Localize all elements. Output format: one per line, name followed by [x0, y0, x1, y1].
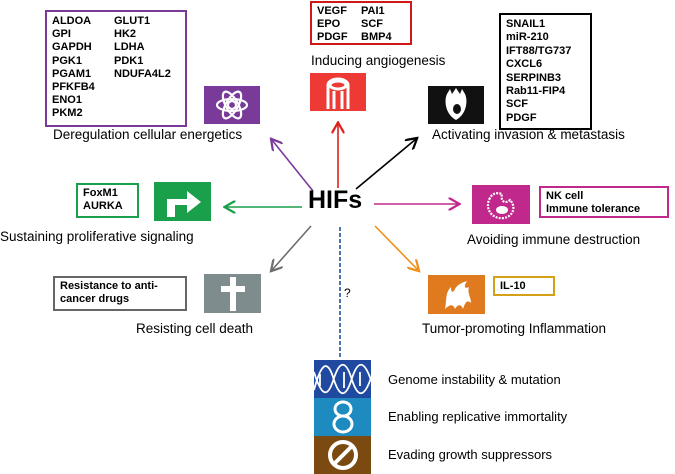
gene: SERPINB3: [506, 71, 562, 84]
gene: SCF: [361, 18, 383, 31]
cell-death-gene-box: Resistance to anti- cancer drugs: [53, 276, 187, 311]
energetics-label: Deregulation cellular energetics: [53, 127, 243, 142]
gene: SNAIL1: [506, 18, 546, 30]
energetics-gene-box: ALDOA GPI GAPDH PGK1 PGAM1 PFKFB4 ENO1 P…: [45, 10, 187, 127]
arrow-inflammation: [374, 225, 418, 270]
gene: PFKFB4: [52, 81, 95, 94]
angiogenesis-genes-col1: VEGF EPO PDGF: [317, 5, 361, 45]
gene: Resistance to anti-: [60, 280, 158, 292]
energetics-genes-col1: ALDOA GPI GAPDH PGK1 PGAM1 PFKFB4 ENO1 P…: [52, 15, 114, 121]
cell-death-label: Resisting cell death: [136, 321, 254, 336]
gene: NK cell: [546, 190, 584, 202]
replicative-immortality-label: Enabling replicative immortality: [388, 409, 568, 424]
atom-icon: [204, 86, 260, 124]
flame-icon: [428, 275, 485, 314]
gene: PGAM1: [52, 67, 92, 80]
genome-instability-label: Genome instability & mutation: [388, 372, 561, 387]
gene: SCF: [506, 98, 528, 111]
inflammation-gene-box: IL-10: [493, 276, 555, 296]
inflammation-label: Tumor-promoting Inflammation: [422, 321, 607, 336]
immune-gene-box: NK cell Immune tolerance: [539, 186, 669, 218]
gene: GAPDH: [52, 41, 92, 54]
gene: IL-10: [500, 280, 526, 292]
gene: PAI1: [361, 5, 385, 17]
turn-right-arrow-icon: [154, 182, 211, 221]
gene: CXCL6: [506, 58, 543, 71]
immune-label: Avoiding immune destruction: [467, 232, 641, 247]
gene: EPO: [317, 18, 341, 31]
invasion-gene-box: SNAIL1 miR-210 IFT88/TG737 CXCL6 SERPINB…: [499, 13, 592, 130]
invasion-label: Activating invasion & metastasis: [432, 127, 625, 142]
gene: IFT88/TG737: [506, 44, 572, 57]
immune-cell-icon: [472, 185, 530, 224]
gene: NDUFA4L2: [114, 67, 171, 80]
gene: HK2: [114, 28, 137, 41]
gene: PKM2: [52, 107, 83, 120]
gene: PDGF: [317, 31, 348, 44]
arrow-cell-death: [272, 225, 312, 270]
gene: GLUT1: [114, 15, 151, 27]
invading-cell-icon: [428, 86, 484, 124]
angiogenesis-gene-box: VEGF EPO PDGF PAI1 SCF BMP4: [310, 1, 412, 45]
arrow-invasion: [355, 139, 416, 190]
dna-icon: [314, 360, 371, 398]
gene: Immune tolerance: [546, 203, 641, 216]
infinity-icon: [314, 398, 371, 436]
angiogenesis-label: Inducing angiogenesis: [311, 53, 446, 68]
gene: FoxM1: [83, 187, 118, 199]
proliferative-label: Sustaining proliferative signaling: [0, 229, 194, 244]
gene: PDGF: [506, 111, 537, 124]
gene: ENO1: [52, 94, 82, 107]
gene: GPI: [52, 28, 71, 41]
proliferative-gene-box: FoxM1 AURKA: [76, 183, 139, 218]
gene: BMP4: [361, 31, 392, 44]
gene: PGK1: [52, 54, 82, 67]
angiogenesis-genes-col2: PAI1 SCF BMP4: [361, 5, 392, 45]
gene: ALDOA: [52, 15, 92, 27]
cross-icon: [204, 274, 261, 313]
prohibited-icon: [314, 436, 371, 474]
gene: VEGF: [317, 5, 347, 17]
gene: PDK1: [114, 54, 144, 67]
hifs-center-label: HIFs: [308, 186, 363, 214]
gene: AURKA: [83, 200, 123, 213]
energetics-genes-col2: GLUT1 HK2 LDHA PDK1 NDUFA4L2: [114, 15, 171, 81]
gene: LDHA: [114, 41, 145, 54]
arrow-energetics: [272, 140, 314, 192]
gene: miR-210: [506, 31, 549, 44]
unknown-link-question-mark: ?: [344, 286, 351, 300]
gene: cancer drugs: [60, 293, 130, 306]
blood-vessel-icon: [310, 73, 366, 111]
gene: Rab11-FIP4: [506, 85, 566, 98]
growth-suppressors-label: Evading growth suppressors: [388, 447, 553, 462]
